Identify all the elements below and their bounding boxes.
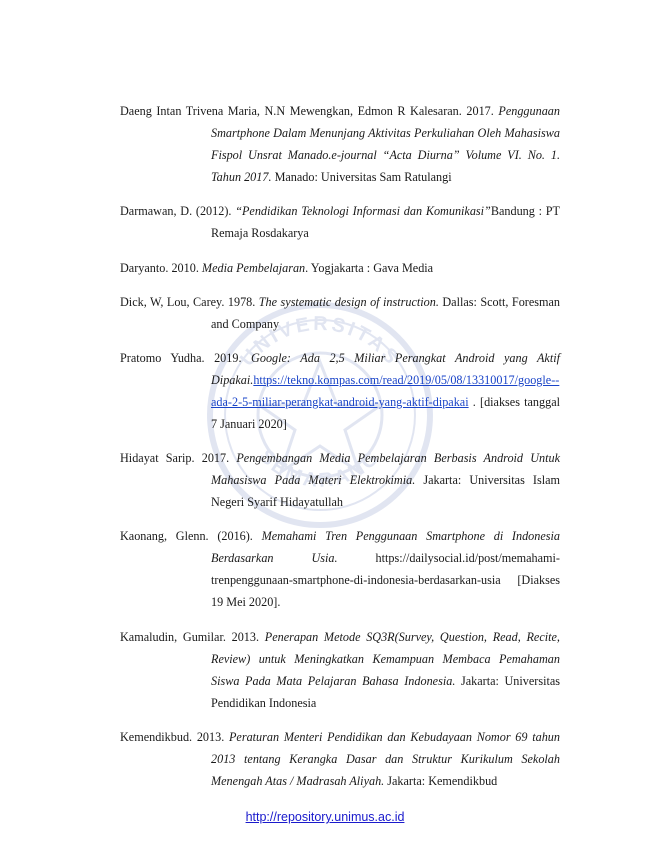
reference-entry: Pratomo Yudha. 2019. Google: Ada 2,5 Mil… xyxy=(120,347,560,435)
reference-title: Memahami Tren Penggunaan Smartphone di I… xyxy=(211,529,560,566)
reference-entry: Darmawan, D. (2012). “Pendidikan Teknolo… xyxy=(120,200,560,244)
reference-entry: Daeng Intan Trivena Maria, N.N Mewengkan… xyxy=(120,100,560,188)
reference-entry: Kemendikbud. 2013. Peraturan Menteri Pen… xyxy=(120,726,560,792)
reference-publisher: Bandung : PT Remaja Rosdakarya xyxy=(211,204,560,241)
reference-authors-year: Kemendikbud. 2013. xyxy=(120,729,229,744)
reference-publisher: https://dailysocial.id/post/memahami-tre… xyxy=(211,551,560,610)
reference-title: “Pendidikan Teknologi Informasi dan Komu… xyxy=(235,204,491,219)
reference-authors-year: Kamaludin, Gumilar. 2013. xyxy=(120,629,265,644)
reference-publisher: Dallas: Scott, Foresman and Company xyxy=(211,294,560,331)
reference-authors-year: Pratomo Yudha. 2019. xyxy=(120,350,252,365)
page-footer: http://repository.unimus.ac.id xyxy=(0,810,650,824)
reference-publisher: Jakarta: Universitas Islam Negeri Syarif… xyxy=(211,473,561,510)
reference-authors-year: Daryanto. 2010. xyxy=(120,260,202,275)
reference-authors-year: Dick, W, Lou, Carey. 1978. xyxy=(120,294,259,309)
reference-list: Daeng Intan Trivena Maria, N.N Mewengkan… xyxy=(120,88,560,801)
reference-authors-year: Darmawan, D. (2012). xyxy=(120,204,236,219)
repository-link[interactable]: http://repository.unimus.ac.id xyxy=(245,810,405,824)
reference-publisher: . Yogjakarta : Gava Media xyxy=(305,260,434,275)
reference-entry: Dick, W, Lou, Carey. 1978. The systemati… xyxy=(120,291,560,335)
reference-entry: Daryanto. 2010. Media Pembelajaran. Yogj… xyxy=(120,257,560,279)
reference-entry: Hidayat Sarip. 2017. Pengembangan Media … xyxy=(120,447,560,513)
reference-title: Media Pembelajaran xyxy=(201,260,306,275)
reference-title: Pengembangan Media Pembelajaran Berbasis… xyxy=(211,451,560,488)
reference-access-date: . [diakses tanggal 7 Januari 2020] xyxy=(211,394,560,431)
reference-title: The systematic design of instruction. xyxy=(258,294,439,309)
reference-publisher: Jakarta: Universitas Pendidikan Indonesi… xyxy=(211,673,560,710)
reference-link[interactable]: https://tekno.kompas.com/read/2019/05/08… xyxy=(211,372,560,409)
reference-publisher: Manado: Universitas Sam Ratulangi xyxy=(271,170,452,185)
reference-authors-year: Daeng Intan Trivena Maria, N.N Mewengkan… xyxy=(120,104,499,119)
reference-authors-year: Hidayat Sarip. 2017. xyxy=(120,451,237,466)
reference-entry: Kaonang, Glenn. (2016). Memahami Tren Pe… xyxy=(120,525,560,613)
reference-title: Google: Ada 2,5 Miliar Perangkat Android… xyxy=(211,350,560,387)
reference-publisher: Jakarta: Kemendikbud xyxy=(384,773,498,788)
reference-title: Peraturan Menteri Pendidikan dan Kebuday… xyxy=(211,729,560,788)
reference-authors-year: Kaonang, Glenn. (2016). xyxy=(120,529,262,544)
reference-title: Penggunaan Smartphone Dalam Menunjang Ak… xyxy=(211,104,560,185)
reference-title: Penerapan Metode SQ3R(Survey, Question, … xyxy=(211,629,560,688)
reference-entry: Kamaludin, Gumilar. 2013. Penerapan Meto… xyxy=(120,626,560,714)
